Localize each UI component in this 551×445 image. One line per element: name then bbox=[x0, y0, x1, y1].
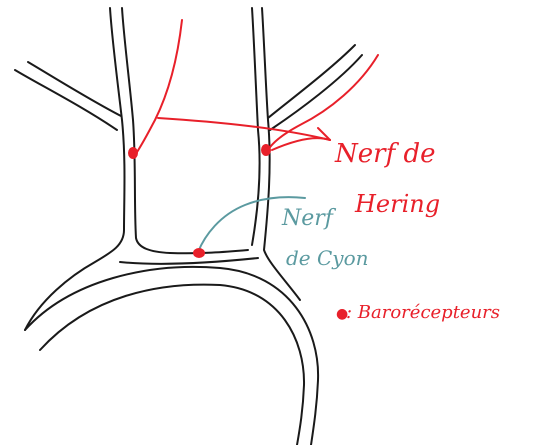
cyon-label-line2: de Cyon bbox=[286, 246, 369, 270]
baroreceptor-right-dot bbox=[261, 144, 271, 156]
arch-outer-wall bbox=[25, 267, 318, 445]
connector-lower-wall bbox=[120, 258, 258, 264]
baroreceptors bbox=[128, 144, 271, 258]
hering-label-line2: Hering bbox=[354, 190, 440, 218]
left-vessel-outer-wall bbox=[25, 8, 125, 330]
right-arm-upper-wall bbox=[268, 45, 355, 118]
legend-text: : Barorécepteurs bbox=[346, 302, 500, 323]
arch-inner-wall bbox=[40, 285, 304, 445]
hering-label-line1: Nerf de bbox=[334, 139, 435, 169]
baroreceptor-bottom-dot bbox=[193, 248, 205, 258]
left-vessel-inner-wall bbox=[122, 8, 170, 253]
hering-pointer-upper bbox=[158, 118, 330, 140]
left-arm-lower-wall bbox=[28, 62, 121, 116]
hering-nerve-right-strand bbox=[268, 55, 378, 150]
hering-pointer-lower bbox=[272, 138, 330, 150]
labels: Nerf de Hering Nerf de Cyon ● : Baroréce… bbox=[281, 139, 500, 323]
hering-nerve-left-strand bbox=[135, 20, 182, 155]
left-arm-upper-wall bbox=[15, 70, 117, 130]
baroreceptor-left-dot bbox=[128, 147, 138, 159]
cyon-label-line1: Nerf bbox=[281, 206, 337, 231]
connector-upper-wall bbox=[170, 250, 248, 253]
